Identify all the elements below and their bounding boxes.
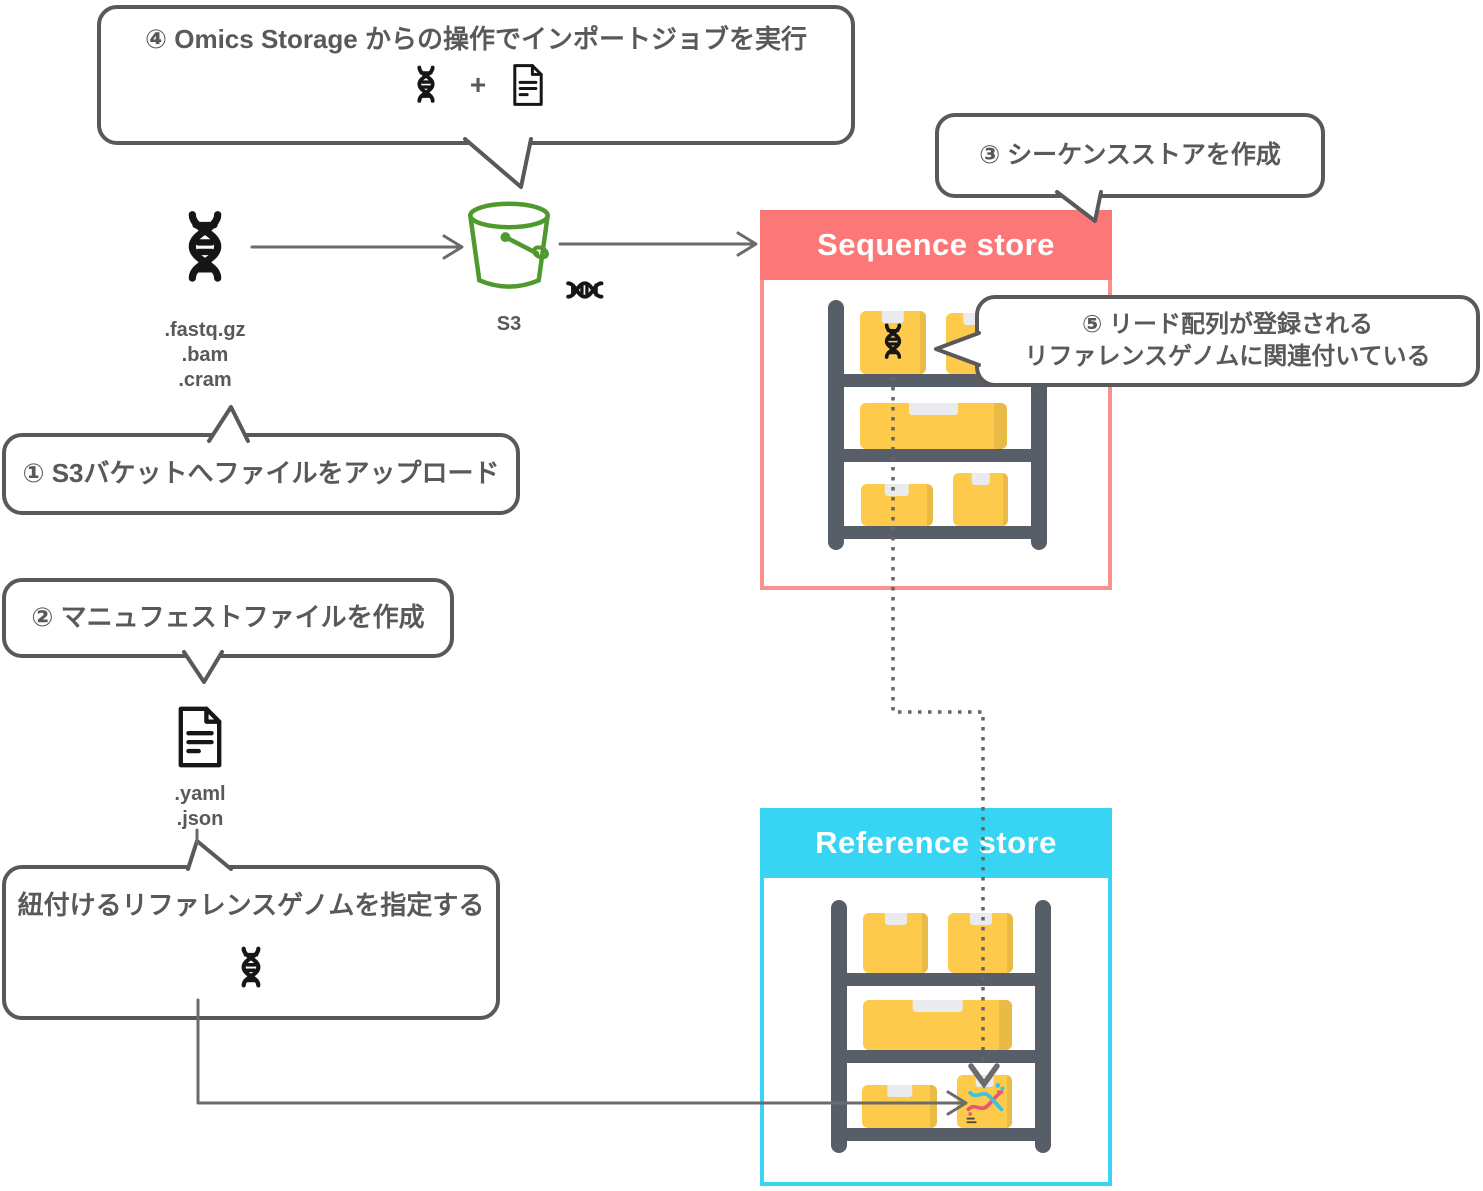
callout-step1-upload-to-s3: ① S3バケットへファイルをアップロード	[2, 433, 520, 515]
callout-step1-text: ① S3バケットへファイルをアップロード	[22, 458, 500, 489]
s3-bucket-icon	[464, 200, 554, 294]
reference-store-body	[760, 878, 1112, 1186]
dna-icon	[406, 63, 446, 107]
sequence-box	[860, 403, 1007, 449]
shelf-plank	[831, 973, 1051, 986]
dna-icon	[229, 945, 273, 991]
arrowhead	[736, 231, 758, 257]
callout-step4-tail	[463, 137, 533, 189]
file-ext: .fastq.gz	[164, 319, 246, 341]
callout-step2-text: ② マニュフェストファイルを作成	[31, 602, 425, 633]
shelf-plank	[828, 449, 1047, 462]
callout-reference-genome-text: 紐付けるリファレンスゲノムを指定する	[17, 890, 485, 920]
callout-step3-create-sequence-store: ③ シーケンスストアを作成	[935, 113, 1325, 198]
reference-box	[863, 1000, 1013, 1050]
dna-icon	[167, 210, 243, 286]
shelf-post	[831, 900, 847, 1153]
dna-icon	[874, 320, 912, 364]
file-ext: .bam	[181, 344, 229, 366]
callout-specify-reference-genome: 紐付けるリファレンスゲノムを指定する	[2, 865, 500, 1020]
source-file-extensions: .fastq.gz .bam .cram	[135, 318, 275, 393]
reference-store-panel: Reference store	[760, 808, 1112, 1186]
shelf-post	[828, 300, 844, 550]
callout-step5-read-registration: ⑤ リード配列が登録される リファレンスゲノムに関連付いている	[975, 295, 1480, 387]
reference-store-title: Reference store	[815, 825, 1057, 860]
dna-icon	[564, 270, 604, 310]
reference-genome-icon	[961, 1079, 1007, 1125]
sequence-box	[861, 484, 933, 526]
file-ext: .json	[176, 808, 224, 830]
s3-label: S3	[496, 313, 522, 335]
sequence-store-title: Sequence store	[817, 227, 1055, 262]
shelf-plank	[828, 526, 1047, 539]
callout-step4-text: ④ Omics Storage からの操作でインポートジョブを実行	[145, 24, 807, 54]
manifest-document-icon	[510, 63, 546, 107]
shelf-post	[1035, 900, 1051, 1153]
callout-step5-line2: リファレンスゲノムに関連付いている	[1024, 343, 1431, 370]
manifest-document-icon	[174, 705, 226, 769]
sequence-store-panel: Sequence store	[760, 210, 1112, 590]
plus-sign: +	[469, 68, 487, 100]
reference-store-header: Reference store	[760, 808, 1112, 878]
reference-box	[863, 913, 928, 973]
shelf-plank	[831, 1128, 1051, 1141]
arrowhead	[442, 234, 464, 260]
callout-step4-import-job: ④ Omics Storage からの操作でインポートジョブを実行 +	[97, 5, 855, 145]
callout-step5-line1: ⑤ リード配列が登録される	[1082, 310, 1373, 338]
callout-step4-icons: +	[406, 63, 546, 107]
shelf-plank	[831, 1050, 1051, 1063]
callout-step2-create-manifest: ② マニュフェストファイルを作成	[2, 578, 454, 658]
callout-step3-text: ③ シーケンスストアを作成	[979, 141, 1281, 170]
sequence-box	[953, 473, 1008, 526]
reference-box	[862, 1085, 937, 1128]
reference-box	[948, 913, 1013, 973]
sequence-store-header: Sequence store	[760, 210, 1112, 280]
file-ext: .cram	[178, 369, 232, 391]
file-ext: .yaml	[174, 783, 226, 805]
manifest-file-extensions: .yaml .json	[130, 782, 270, 832]
